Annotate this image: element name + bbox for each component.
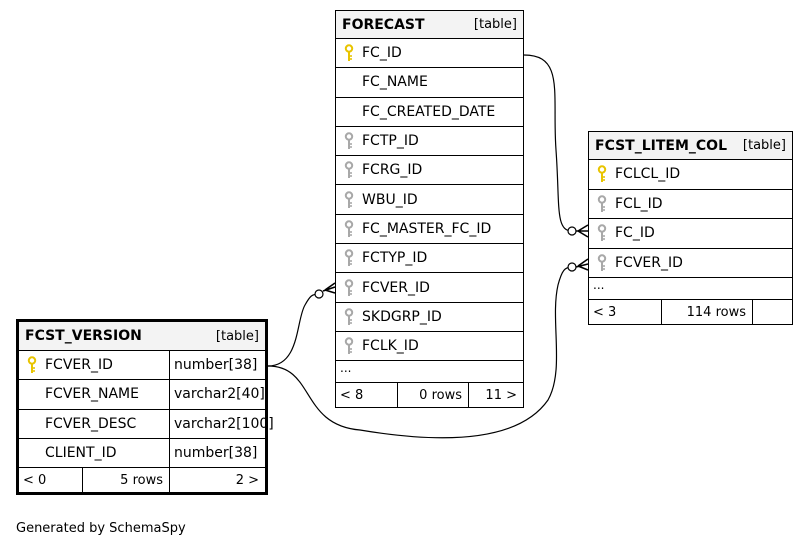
column-row[interactable]: FC_MASTER_FC_ID (336, 215, 523, 245)
column-row[interactable]: FC_ID (589, 219, 792, 249)
table-kind: [table] (215, 328, 259, 344)
foreign-key-icon (589, 224, 615, 242)
column-name: FCLCL_ID (615, 166, 681, 183)
parents-count[interactable]: < 8 (336, 383, 398, 408)
more-columns: ... (336, 361, 523, 384)
column-name: CLIENT_ID (45, 445, 117, 462)
column-row[interactable]: CLIENT_ID number[38] (19, 438, 265, 469)
foreign-key-icon (589, 254, 615, 272)
column-name: FCVER_DESC (45, 415, 137, 432)
relationship-fcver-litem-optional-marker (567, 262, 577, 272)
children-count[interactable]: 2 > (235, 472, 259, 488)
column-name: FCVER_ID (45, 357, 113, 374)
column-row[interactable]: FC_ID (336, 39, 523, 69)
relationship-fcver-forecast-optional-marker (314, 289, 324, 299)
parents-count[interactable]: < 3 (589, 300, 662, 324)
column-row[interactable]: FCVER_ID (589, 249, 792, 278)
table-kind: [table] (473, 17, 517, 32)
column-row[interactable]: FCTYP_ID (336, 244, 523, 274)
children-count[interactable]: 11 > (485, 387, 517, 403)
column-row[interactable]: FCVER_ID (336, 273, 523, 303)
table-forecast[interactable]: FORECAST [table] FC_ID FC_NAME FC_CREATED_… (335, 10, 524, 409)
row-count: 114 rows (662, 300, 753, 324)
row-count: 5 rows (83, 468, 170, 493)
column-name: FCVER_NAME (45, 386, 139, 403)
column-row[interactable]: FCVER_ID number[38] (19, 351, 265, 381)
column-type: number[38] (169, 438, 265, 468)
primary-key-icon (19, 356, 45, 374)
column-row[interactable]: FCTP_ID (336, 127, 523, 157)
relationship-fcver-forecast-crowfoot (322, 282, 336, 294)
column-name: FCVER_ID (615, 254, 683, 271)
generated-by-credit[interactable]: Generated by SchemaSpy (16, 521, 186, 536)
column-name: FC_ID (362, 45, 402, 62)
table-header: FCST_LITEM_COL [table] (589, 132, 792, 160)
column-name: FC_ID (615, 225, 655, 242)
column-row[interactable]: FCRG_ID (336, 156, 523, 186)
column-row[interactable]: FCLK_ID (336, 332, 523, 362)
table-name: FCST_LITEM_COL (595, 137, 728, 154)
table-kind: [table] (742, 138, 786, 153)
relationship-fcver-litem-crowfoot (575, 258, 589, 271)
column-name: FC_NAME (362, 74, 428, 91)
table-footer: < 3 114 rows (589, 300, 792, 324)
column-name: SKDGRP_ID (362, 308, 442, 325)
table-footer: < 8 0 rows 11 > (336, 383, 523, 408)
table-name: FORECAST (342, 16, 425, 33)
relationship-fc-id-optional-marker (567, 226, 577, 236)
foreign-key-icon (336, 220, 362, 238)
column-row[interactable]: FC_NAME (336, 68, 523, 98)
foreign-key-icon (336, 161, 362, 179)
relationship-fcver-forecast (267, 293, 320, 367)
column-row[interactable]: WBU_ID (336, 185, 523, 215)
primary-key-icon (589, 165, 615, 183)
foreign-key-icon (336, 337, 362, 355)
column-row[interactable]: FCLCL_ID (589, 160, 792, 190)
foreign-key-icon (336, 249, 362, 267)
row-count: 0 rows (398, 383, 469, 408)
column-name: FCRG_ID (362, 162, 423, 179)
children-count[interactable] (753, 300, 792, 324)
relationship-fcver-litem (267, 266, 573, 439)
column-name: FC_CREATED_DATE (362, 103, 496, 120)
column-type: varchar2[40] (169, 380, 265, 409)
column-name: FCL_ID (615, 195, 663, 212)
more-columns: ... (589, 278, 792, 300)
foreign-key-icon (589, 195, 615, 213)
column-row[interactable]: FCVER_NAME varchar2[40] (19, 380, 265, 410)
column-name: FC_MASTER_FC_ID (362, 220, 492, 237)
column-row[interactable]: FCL_ID (589, 190, 792, 219)
column-row[interactable]: FC_CREATED_DATE (336, 98, 523, 127)
table-header: FCST_VERSION [table] (19, 322, 265, 351)
column-name: FCVER_ID (362, 279, 430, 296)
table-fcst-litem-col[interactable]: FCST_LITEM_COL [table] FCLCL_ID FCL_ID FC_… (588, 131, 793, 325)
table-name: FCST_VERSION (25, 328, 142, 344)
parents-count[interactable]: < 0 (19, 468, 83, 493)
foreign-key-icon (336, 190, 362, 209)
column-row[interactable]: SKDGRP_ID (336, 303, 523, 332)
column-row[interactable]: FCVER_DESC varchar2[100] (19, 409, 274, 439)
column-type: number[38] (169, 351, 265, 380)
relationship-fc-id (523, 54, 573, 232)
relationship-fc-id-crowfoot (576, 224, 589, 238)
table-footer: < 0 5 rows 2 > (19, 468, 265, 493)
column-name: WBU_ID (362, 191, 418, 208)
column-type: varchar2[100] (169, 409, 274, 438)
table-header: FORECAST [table] (336, 11, 523, 39)
column-name: FCLK_ID (362, 338, 419, 355)
primary-key-icon (336, 44, 362, 62)
foreign-key-icon (336, 132, 362, 150)
foreign-key-icon (336, 308, 362, 326)
column-name: FCTP_ID (362, 133, 419, 150)
foreign-key-icon (336, 278, 362, 297)
column-name: FCTYP_ID (362, 250, 428, 267)
